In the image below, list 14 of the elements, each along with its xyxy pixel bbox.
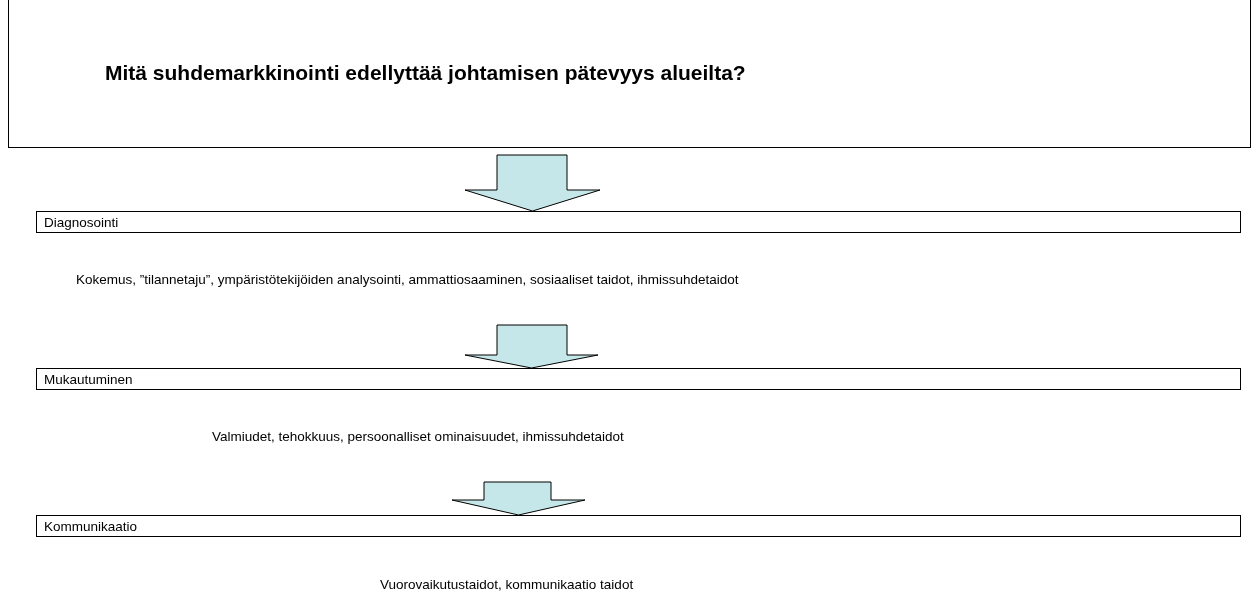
stage-label: Kommunikaatio: [44, 518, 138, 534]
description-text: Vuorovaikutustaidot, kommunikaatio taidot: [380, 577, 634, 592]
description-text: Kokemus, ”tilannetaju”, ympäristötekijöiden analysointi, ammattiosaaminen, sosiaaliset taidot, ihmissuhdetaidot: [76, 272, 739, 287]
block-arrow: [464, 324, 599, 369]
stage-label: Mukautuminen: [44, 371, 133, 387]
block-arrow: [451, 481, 586, 516]
stage-label: Diagnosointi: [44, 214, 119, 230]
block-arrow: [464, 154, 601, 212]
stage-box: [36, 211, 1241, 233]
title-box: [8, 0, 1251, 148]
stage-box: [36, 515, 1241, 537]
description-text: Valmiudet, tehokkuus, persoonalliset ominaisuudet, ihmissuhdetaidot: [212, 429, 624, 444]
stage-box: [36, 368, 1241, 390]
title-text: Mitä suhdemarkkinointi edellyttää johtamisen pätevyys alueilta?: [105, 61, 746, 85]
